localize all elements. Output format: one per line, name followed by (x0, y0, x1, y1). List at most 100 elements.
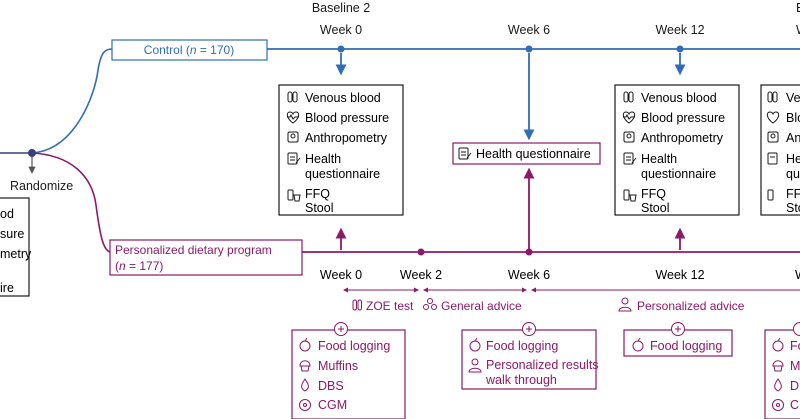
clipboard-icon (623, 152, 637, 165)
heart-pulse-icon (766, 111, 780, 124)
blood-drop-icon (301, 378, 309, 392)
right-frag-6: FF (786, 187, 800, 201)
left-box-line2: sure (0, 227, 24, 241)
w0-health-line2: questionnaire (305, 167, 380, 181)
act3-food-logging: Food logging (650, 339, 722, 353)
bottom-week12-label: Week 12 (655, 268, 704, 282)
top-week12-label: Week 12 (655, 23, 704, 37)
left-box-line3: metry (0, 247, 32, 261)
top-right-cut-week: W (796, 23, 800, 37)
test-tube-icon (287, 91, 298, 103)
w12-ffq: FFQ (641, 187, 666, 201)
w0-blood-pressure: Blood pressure (305, 111, 389, 125)
food-frequency-icon (623, 189, 637, 202)
intervention-node-week6 (525, 248, 533, 256)
act1-cgm: CGM (318, 398, 347, 412)
control-node-week12 (676, 45, 684, 53)
intervention-group-box (109, 239, 303, 276)
clipboard-icon (767, 152, 778, 165)
act2-results-line2: walk through (485, 373, 557, 387)
act1-food-logging: Food logging (318, 339, 390, 353)
w0-anthropometry: Anthropometry (305, 131, 388, 145)
left-box-line1: od (0, 207, 14, 221)
intervention-label-line2: (n = 177) (115, 259, 163, 273)
right-frag-3: An (786, 131, 800, 145)
blood-drop-icon (774, 378, 782, 392)
act4-frag-2: M (790, 359, 800, 373)
w0-ffq: FFQ (305, 187, 330, 201)
bottom-week6-label: Week 6 (508, 268, 550, 282)
w12-blood-pressure: Blood pressure (641, 111, 725, 125)
control-group-box (111, 39, 268, 61)
apple-icon (469, 337, 481, 352)
clipboard-icon (458, 147, 472, 160)
top-week0-label: Week 0 (320, 23, 362, 37)
right-frag-1: Ve (786, 91, 800, 105)
bottom-week2-label: Week 2 (400, 268, 442, 282)
scale-icon (767, 131, 779, 143)
person-icon (618, 297, 632, 312)
act2-food-logging: Food logging (486, 339, 558, 353)
act4-frag-4: C (790, 398, 799, 412)
muffin-icon (772, 360, 784, 372)
intervention-node-week2 (417, 248, 425, 256)
left-box-line4: ire (0, 281, 14, 295)
randomize-label: Randomize (10, 179, 73, 193)
control-group-label: Control (n = 170) (144, 43, 234, 57)
w0-stool: Stool (305, 201, 334, 215)
w12-stool: Stool (641, 201, 670, 215)
week6-health-box (452, 142, 601, 165)
week0-measures-box (278, 84, 404, 216)
intervention-branch-curve (31, 152, 111, 253)
test-tube-icon (623, 91, 634, 103)
plus-circle-icon (671, 322, 685, 336)
control-branch-curve (31, 48, 113, 154)
plus-circle-icon (334, 322, 348, 336)
apple-icon (632, 337, 644, 352)
right-frag-4: He (786, 152, 800, 166)
act4-frag-1: Fo (790, 339, 800, 353)
week12-measures-box (614, 84, 740, 216)
control-node-week0 (337, 45, 345, 53)
left-baseline-box (0, 197, 30, 297)
intervention-label-line1: Personalized dietary program (115, 243, 272, 257)
w12-venous-blood: Venous blood (641, 91, 717, 105)
person-icon (468, 358, 482, 373)
people-icon (423, 298, 437, 310)
control-node-week6 (525, 45, 533, 53)
phase-zoe-label: ZOE test (366, 299, 414, 313)
glucose-monitor-icon (772, 399, 784, 411)
top-right-cut-label: B (796, 1, 800, 15)
w6-health-questionnaire: Health questionnaire (476, 147, 591, 161)
randomize-node (28, 149, 36, 157)
right-frag-5: qu (786, 167, 800, 181)
plus-circle-icon (522, 322, 536, 336)
act1-muffins: Muffins (318, 359, 358, 373)
right-frag-2: Blo (786, 111, 800, 125)
w12-anthropometry: Anthropometry (641, 131, 724, 145)
muffin-icon (299, 360, 311, 372)
phase-general-label: General advice (441, 299, 522, 313)
food-frequency-icon (287, 189, 301, 202)
apple-icon (772, 337, 784, 352)
test-tube-icon (767, 91, 778, 103)
bottom-week0-label: Week 0 (320, 268, 362, 282)
scale-icon (623, 131, 635, 143)
heart-pulse-icon (286, 111, 300, 124)
act2-results-line1: Personalized results (486, 358, 599, 372)
heart-pulse-icon (622, 111, 636, 124)
act4-frag-3: D (790, 379, 799, 393)
top-week6-label: Week 6 (508, 23, 550, 37)
w12-health-line1: Health (641, 152, 677, 166)
right-frag-7: Sto (786, 201, 800, 215)
w0-venous-blood: Venous blood (305, 91, 381, 105)
scale-icon (287, 131, 299, 143)
clipboard-icon (287, 152, 301, 165)
food-frequency-icon (767, 189, 774, 201)
bottom-right-cut-label: W (795, 268, 800, 282)
apple-icon (299, 337, 311, 352)
baseline-label: Baseline 2 (312, 1, 370, 15)
w12-health-line2: questionnaire (641, 167, 716, 181)
act1-dbs: DBS (318, 379, 344, 393)
